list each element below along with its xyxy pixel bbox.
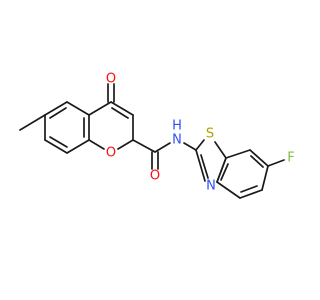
bond [195,139,205,151]
bond [214,141,227,159]
bond [249,149,269,167]
bond [267,159,285,167]
bond [239,189,263,199]
atom-amide-h: H [172,119,182,134]
atom-ring-o: O [106,146,116,161]
atom-thiazole-s: S [206,127,214,142]
bond [44,101,68,116]
bond [195,149,206,182]
atom-amide-o: O [150,169,160,184]
bond [66,101,90,116]
bond-methyl [19,114,46,131]
bond-double-inner [240,185,258,193]
bond-double-inner [250,155,264,168]
bond-double-inner [220,163,229,181]
atom-amide-n: N [172,133,182,148]
bond [44,139,68,154]
bond [183,142,197,151]
bond [88,139,105,150]
chemical-structure-diagram: O O O N H S N F [19,72,295,199]
bond-double-inner [49,107,67,119]
bond-double-inner [200,154,209,179]
bond [261,165,269,191]
bond [88,101,112,116]
bonds-group [19,83,285,199]
bond-double-inner [111,107,129,119]
atom-fluorine: F [287,151,294,166]
bond [154,142,171,153]
bond [117,139,134,150]
atom-ketone-o: O [106,72,116,87]
bond [66,139,90,154]
atom-thiazole-n: N [206,179,216,194]
bond [110,101,134,116]
bond [216,181,241,199]
bond-double-inner [49,136,68,148]
bond [216,157,227,183]
atom-labels-group: O O O N H S N F [106,72,295,194]
bond [225,149,251,159]
bond [132,139,156,153]
